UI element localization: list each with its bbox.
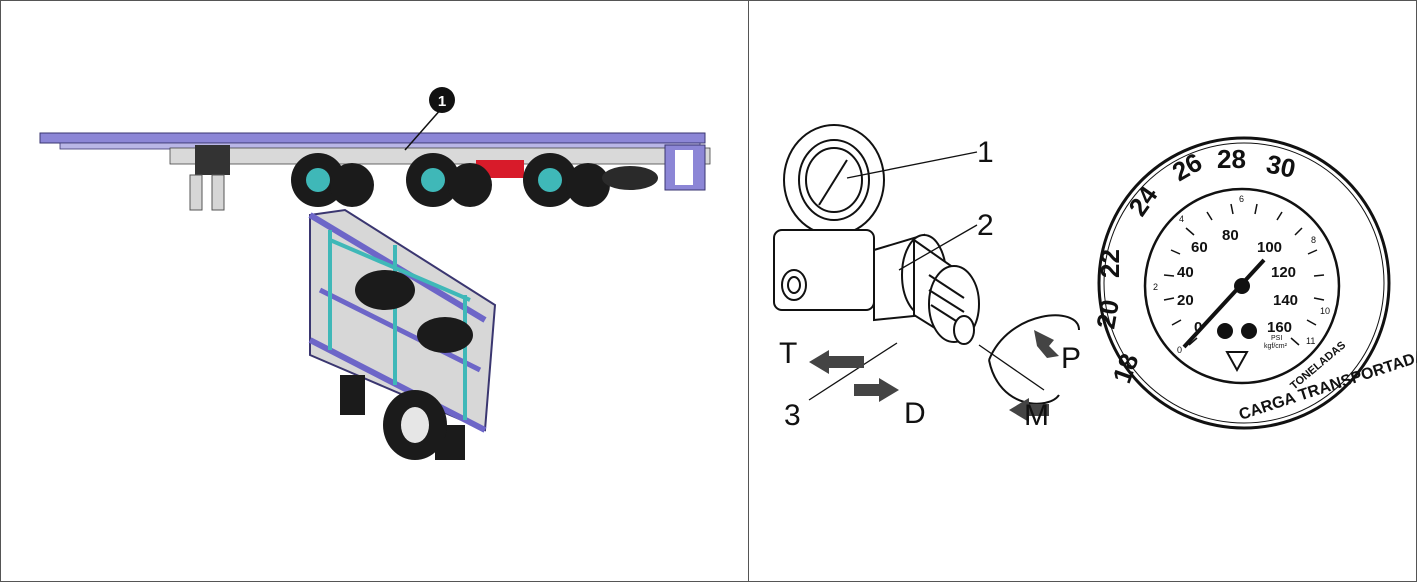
gauge-units-sub: kgf/cm² (1264, 343, 1288, 350)
svg-text:60: 60 (1191, 239, 1208, 256)
label-t: T (779, 337, 797, 370)
trailer-side-view (39, 132, 711, 211)
svg-text:0: 0 (1194, 319, 1202, 336)
inner-scale: 0 20 40 60 80 100 120 140 160 (1177, 227, 1298, 336)
gauge-screw-left (1217, 323, 1233, 339)
small-scale: 0 2 4 6 8 10 11 (1153, 194, 1330, 355)
svg-text:100: 100 (1257, 239, 1282, 256)
label-d: D (904, 397, 926, 430)
trailer-underside-view (308, 208, 497, 460)
callout-number: 1 (438, 93, 446, 110)
gauge-triangle-mark (1225, 351, 1249, 373)
svg-text:20: 20 (1177, 292, 1194, 309)
svg-text:22: 22 (1095, 249, 1125, 278)
needle-hub (1234, 278, 1250, 294)
regulator-gauge-panel: 1 2 3 T D P M 18 20 22 24 26 28 30 (749, 0, 1417, 582)
svg-text:40: 40 (1177, 264, 1194, 281)
label-1: 1 (977, 136, 994, 169)
svg-text:0: 0 (1177, 345, 1182, 355)
svg-text:11: 11 (1306, 336, 1315, 346)
svg-text:30: 30 (1264, 149, 1299, 184)
gauge-needle (1182, 258, 1266, 349)
label-2: 2 (977, 209, 994, 242)
trailer-illustration-panel: 1 (39, 87, 711, 460)
callout-marker (429, 87, 455, 113)
direction-arrows (809, 330, 1059, 422)
dial-ticks (1163, 203, 1325, 346)
gauge-units: PSI (1271, 335, 1282, 342)
svg-text:160: 160 (1267, 319, 1292, 336)
table-divider (748, 0, 749, 582)
svg-text:20: 20 (1090, 297, 1125, 331)
svg-text:120: 120 (1271, 264, 1296, 281)
svg-text:140: 140 (1273, 292, 1298, 309)
svg-text:80: 80 (1222, 227, 1239, 244)
trailer-illustration: 1 (39, 87, 711, 460)
gauge-screw-right (1241, 323, 1257, 339)
svg-text:6: 6 (1239, 194, 1244, 204)
label-3: 3 (784, 399, 801, 432)
regulator-gauge-illustration: 1 2 3 T D P M 18 20 22 24 26 28 30 (773, 124, 1417, 432)
svg-text:28: 28 (1217, 144, 1246, 174)
load-pressure-gauge: 18 20 22 24 26 28 30 (1090, 136, 1417, 430)
svg-text:10: 10 (1320, 306, 1330, 316)
svg-text:4: 4 (1179, 214, 1184, 224)
pressure-regulator-drawing (773, 124, 1080, 405)
svg-text:2: 2 (1153, 282, 1158, 292)
svg-text:8: 8 (1311, 235, 1316, 245)
callout-leaders (808, 151, 1045, 401)
trailer-wheels (291, 153, 658, 207)
label-p: P (1061, 342, 1081, 375)
label-m: M (1024, 399, 1049, 432)
